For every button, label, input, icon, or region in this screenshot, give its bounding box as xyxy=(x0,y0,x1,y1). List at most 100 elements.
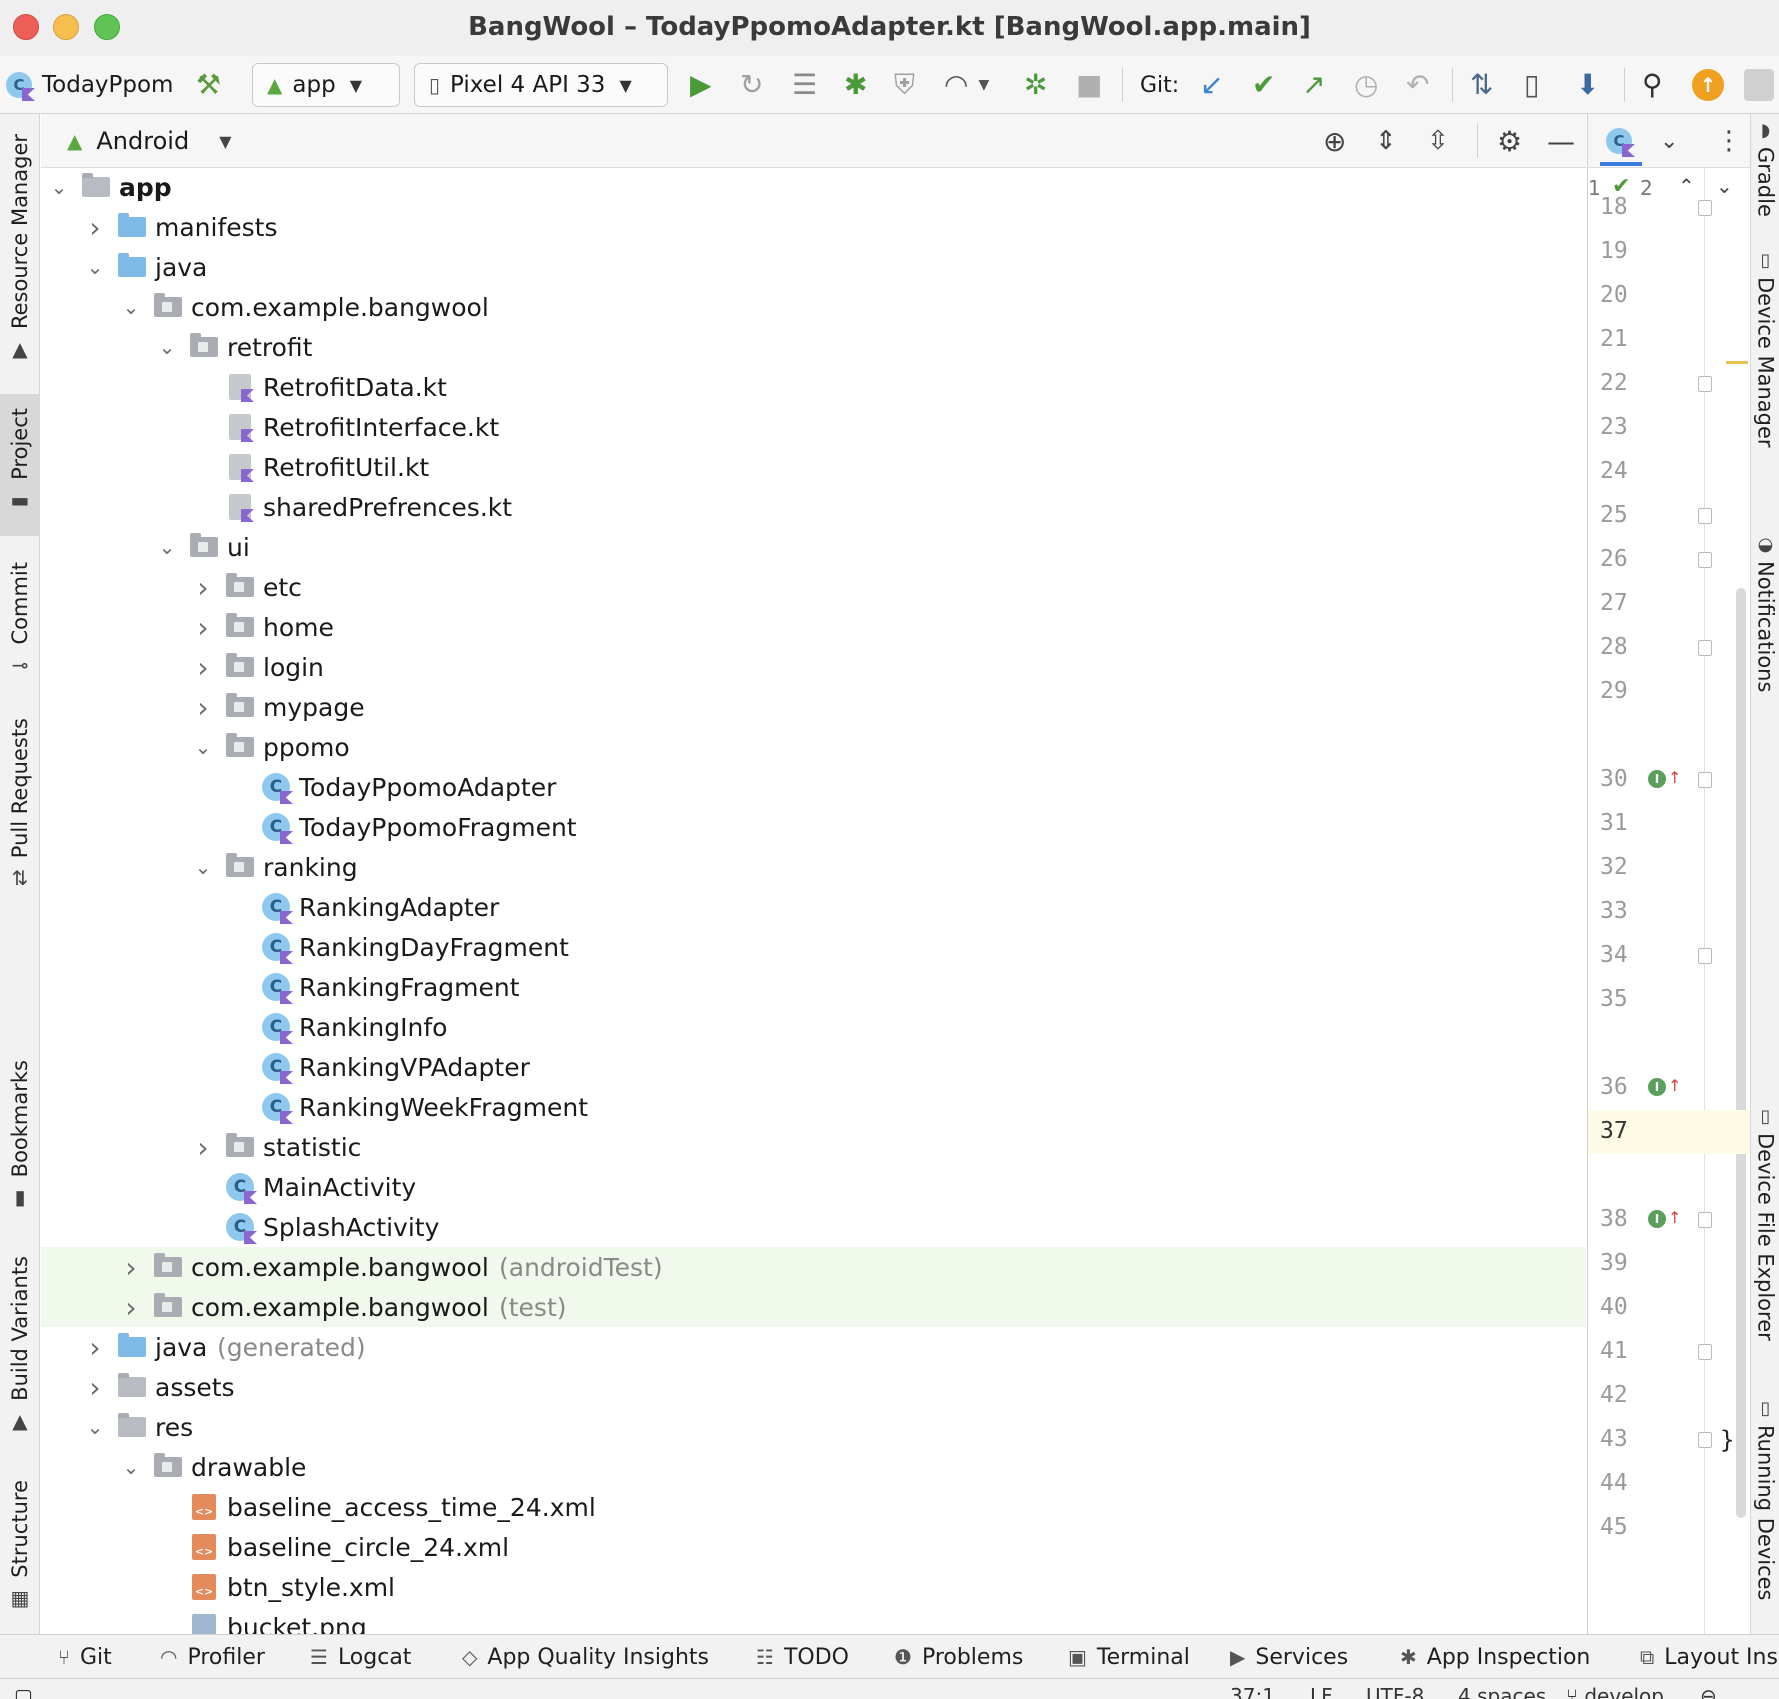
line-number[interactable]: 21 xyxy=(1600,326,1628,352)
structure-tab[interactable]: Structure ▦ xyxy=(0,1480,40,1610)
line-number[interactable]: 24 xyxy=(1600,458,1628,484)
git-tool-tab[interactable]: ⑂Git xyxy=(58,1635,112,1679)
tree-row[interactable]: ⌄ranking xyxy=(41,847,1586,887)
chevron-right-icon[interactable]: › xyxy=(197,690,209,724)
collapse-all-icon[interactable]: ⇳ xyxy=(1427,126,1449,156)
line-number[interactable]: 45 xyxy=(1600,1514,1628,1540)
fold-icon[interactable] xyxy=(1698,772,1712,788)
chevron-right-icon[interactable]: › xyxy=(89,210,101,244)
editor-tab-todayppomoadapter[interactable]: C xyxy=(1606,114,1632,168)
expand-all-icon[interactable]: ⇕ xyxy=(1375,126,1397,156)
git-push-icon[interactable]: ↗ xyxy=(1302,68,1326,101)
tree-row[interactable]: RetrofitInterface.kt xyxy=(41,407,1586,447)
hide-panel-icon[interactable]: — xyxy=(1547,124,1575,158)
chevron-down-icon[interactable]: ⌄ xyxy=(194,855,212,879)
line-number[interactable]: 30 xyxy=(1600,766,1628,792)
tree-row[interactable]: sharedPrefrences.kt xyxy=(41,487,1586,527)
line-number[interactable]: 19 xyxy=(1600,238,1628,264)
line-number[interactable]: 43 xyxy=(1600,1426,1628,1452)
tree-row[interactable]: ›home xyxy=(41,607,1586,647)
line-separator[interactable]: LF xyxy=(1310,1684,1333,1699)
tree-row[interactable]: <>btn_style.xml xyxy=(41,1567,1586,1607)
fold-icon[interactable] xyxy=(1698,1212,1712,1228)
tree-row[interactable]: ⌄retrofit xyxy=(41,327,1586,367)
device-file-explorer-tab[interactable]: ▯ Device File Explorer xyxy=(1751,1106,1779,1341)
git-history-icon[interactable]: ◷ xyxy=(1354,68,1379,101)
ok-count[interactable]: 2 xyxy=(1640,176,1653,200)
terminal-tool-tab[interactable]: ▣Terminal xyxy=(1068,1635,1190,1679)
line-number[interactable]: 37 xyxy=(1600,1118,1628,1144)
running-devices-tab[interactable]: ▯ Running Devices xyxy=(1751,1398,1779,1601)
chevron-down-icon[interactable]: ⌄ xyxy=(86,1415,104,1439)
fold-icon[interactable] xyxy=(1698,948,1712,964)
chevron-right-icon[interactable]: › xyxy=(197,650,209,684)
gradle-tab[interactable]: ◗ Gradle xyxy=(1751,120,1779,217)
git-rollback-icon[interactable]: ↶ xyxy=(1406,68,1430,101)
chevron-right-icon[interactable]: › xyxy=(89,1370,101,1404)
file-encoding[interactable]: UTF-8 xyxy=(1366,1684,1425,1699)
logcat-tool-tab[interactable]: ☰Logcat xyxy=(310,1635,411,1679)
caret-position[interactable]: 37:1 xyxy=(1230,1684,1275,1699)
line-number[interactable]: 34 xyxy=(1600,942,1628,968)
more-options-icon[interactable]: ⋮ xyxy=(1716,126,1742,156)
zoom-window-button[interactable] xyxy=(94,14,120,40)
tree-row[interactable]: ›assets xyxy=(41,1367,1586,1407)
tree-row[interactable]: ›java(generated) xyxy=(41,1327,1586,1367)
line-number[interactable]: 33 xyxy=(1600,898,1628,924)
tree-row[interactable]: ⌄drawable xyxy=(41,1447,1586,1487)
project-view-dropdown[interactable]: ▲ Android ▼ xyxy=(67,114,232,168)
chevron-down-icon[interactable]: ⌄ xyxy=(158,335,176,359)
tree-row[interactable]: RetrofitUtil.kt xyxy=(41,447,1586,487)
profiler-tool-tab[interactable]: ◠Profiler xyxy=(160,1635,265,1679)
tree-row[interactable]: ›com.example.bangwool(test) xyxy=(41,1287,1586,1327)
line-number[interactable]: 32 xyxy=(1600,854,1628,880)
device-manager-icon[interactable]: ▯ xyxy=(1524,68,1540,101)
module-dropdown[interactable]: ▲ app ▼ xyxy=(252,63,400,107)
line-number[interactable]: 20 xyxy=(1600,282,1628,308)
fold-icon[interactable] xyxy=(1698,200,1712,216)
chevron-right-icon[interactable]: › xyxy=(125,1250,137,1284)
tree-row[interactable]: ›statistic xyxy=(41,1127,1586,1167)
tree-row[interactable]: ›com.example.bangwool(androidTest) xyxy=(41,1247,1586,1287)
tree-row[interactable]: <>baseline_circle_24.xml xyxy=(41,1527,1586,1567)
search-icon[interactable]: ⚲ xyxy=(1642,68,1663,101)
line-number[interactable]: 26 xyxy=(1600,546,1628,572)
tree-row[interactable]: ⌄app xyxy=(41,168,1586,207)
next-highlight-icon[interactable]: ⌄ xyxy=(1716,174,1733,198)
chevron-right-icon[interactable]: › xyxy=(197,570,209,604)
line-number[interactable]: 44 xyxy=(1600,1470,1628,1496)
chevron-right-icon[interactable]: › xyxy=(89,1330,101,1364)
fold-icon[interactable] xyxy=(1698,508,1712,524)
line-number[interactable]: 28 xyxy=(1600,634,1628,660)
apply-code-changes-icon[interactable]: ☰ xyxy=(792,68,818,101)
tree-row[interactable]: <>baseline_access_time_24.xml xyxy=(41,1487,1586,1527)
fold-icon[interactable] xyxy=(1698,376,1712,392)
pull-requests-tab[interactable]: Pull Requests ⇅ xyxy=(0,718,40,890)
line-number[interactable]: 18 xyxy=(1600,194,1628,220)
profile-icon[interactable]: ◠▼ xyxy=(944,68,990,101)
tree-row[interactable]: ⌄ppomo xyxy=(41,727,1586,767)
previous-highlight-icon[interactable]: ⌃ xyxy=(1678,174,1695,198)
fold-icon[interactable] xyxy=(1698,640,1712,656)
stop-icon[interactable]: ■ xyxy=(1076,68,1103,101)
git-update-icon[interactable]: ↙ xyxy=(1200,68,1224,101)
implements-marker-icon[interactable]: I↑ xyxy=(1648,1076,1681,1096)
chevron-down-icon[interactable]: ⌄ xyxy=(194,735,212,759)
todo-tool-tab[interactable]: ☷TODO xyxy=(756,1635,849,1679)
line-number[interactable]: 38 xyxy=(1600,1206,1628,1232)
tree-row[interactable]: ›etc xyxy=(41,567,1586,607)
fold-icon[interactable] xyxy=(1698,1344,1712,1360)
line-number[interactable]: 35 xyxy=(1600,986,1628,1012)
chevron-down-icon[interactable]: ⌄ xyxy=(122,295,140,319)
indent-setting[interactable]: 4 spaces xyxy=(1458,1684,1547,1699)
chevron-right-icon[interactable]: › xyxy=(197,1130,209,1164)
line-number[interactable]: 41 xyxy=(1600,1338,1628,1364)
line-number[interactable]: 23 xyxy=(1600,414,1628,440)
update-icon[interactable]: ↑ xyxy=(1692,56,1724,114)
git-commit-icon[interactable]: ✔ xyxy=(1252,68,1276,101)
app-quality-insights-tool-tab[interactable]: ◇App Quality Insights xyxy=(462,1635,709,1679)
